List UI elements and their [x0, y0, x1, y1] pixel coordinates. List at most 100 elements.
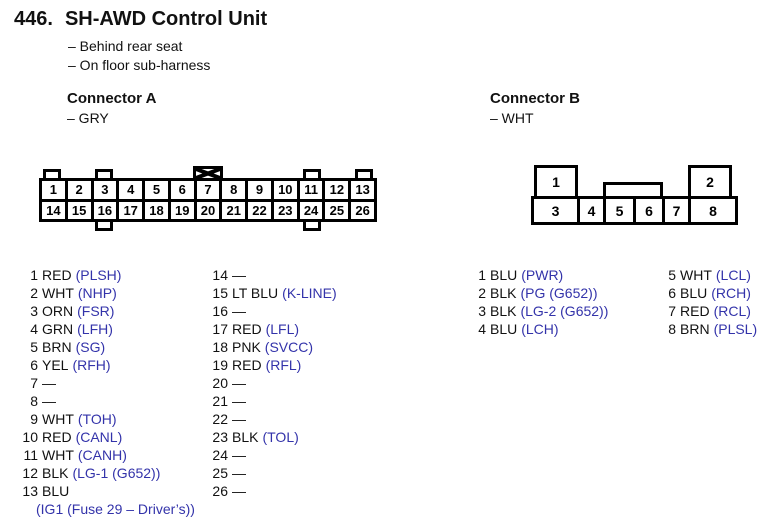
location-note: – On floor sub-harness — [68, 57, 211, 73]
signal-name: (PG (G652)) — [520, 285, 598, 301]
pin-number: 16 — [212, 303, 228, 319]
wire-color: BRN — [42, 339, 72, 355]
pin-cell: 11 — [299, 181, 323, 199]
pin-number: 24 — [212, 447, 228, 463]
wire-color: LT BLU — [232, 285, 279, 301]
wire-color: BLU — [42, 483, 70, 499]
pin-number: 14 — [212, 267, 228, 283]
pin-number: 7 — [30, 375, 38, 391]
pin-number: 18 — [212, 339, 228, 355]
connector-b-color-note: – WHT — [490, 110, 534, 126]
wire-color: WHT — [42, 447, 74, 463]
signal-name: (LG-1 (G652)) — [72, 465, 161, 481]
wire-color: YEL — [42, 357, 69, 373]
pin-cell: 24 — [299, 201, 323, 219]
signal-name: (PLSH) — [75, 267, 122, 283]
pin-cell: 8 — [691, 199, 735, 222]
wire-color: — — [232, 411, 246, 427]
pin-number: 10 — [22, 429, 38, 445]
pin-cell: 16 — [93, 201, 117, 219]
pin-cell: 1 — [534, 165, 578, 199]
pin-cell: 6 — [636, 199, 662, 222]
wire-color: BLU — [490, 321, 518, 337]
pin-cell: 25 — [325, 201, 349, 219]
entry-title: SH-AWD Control Unit — [64, 8, 268, 30]
pin-cell: 1 — [42, 181, 65, 199]
signal-name: (LCH) — [521, 321, 559, 337]
pin-cell: 4 — [119, 181, 143, 199]
pin-cell: 3 — [93, 181, 117, 199]
wire-color: PNK — [232, 339, 261, 355]
wire-color: — — [232, 447, 246, 463]
pin-row: 14— — [202, 266, 337, 284]
wire-color: RED — [232, 357, 262, 373]
pin-cell: 3 — [534, 199, 577, 222]
pin-number: 4 — [30, 321, 38, 337]
signal-name: (K-LINE) — [282, 285, 337, 301]
signal-name: (TOH) — [77, 411, 117, 427]
wire-color: — — [42, 375, 56, 391]
signal-name: (RFL) — [265, 357, 302, 373]
pin-cell: 22 — [248, 201, 271, 219]
pin-row: 25— — [202, 464, 337, 482]
signal-name: (CANH) — [77, 447, 127, 463]
signal-name: (LCL) — [715, 267, 751, 283]
pin-number: 23 — [212, 429, 228, 445]
pin-number: 25 — [212, 465, 228, 481]
signal-name: (SG) — [75, 339, 106, 355]
pin-number: 11 — [23, 447, 38, 463]
x-mark-icon — [196, 169, 220, 178]
wire-color: RED — [232, 321, 262, 337]
pin-cell: 13 — [351, 181, 374, 199]
pin-number: 6 — [668, 285, 676, 301]
pin-number: 22 — [212, 411, 228, 427]
pin-cell: 18 — [145, 201, 168, 219]
pin-number: 4 — [478, 321, 486, 337]
wire-color: WHT — [42, 285, 74, 301]
pin-number: 5 — [30, 339, 38, 355]
connector-a-diagram: 1 2 3 4 5 6 7 8 9 10 11 12 — [39, 166, 377, 232]
connector-b-heading: Connector B — [490, 90, 580, 107]
wire-color: BRN — [680, 321, 710, 337]
pin-row: 26— — [202, 482, 337, 500]
wire-color: — — [232, 393, 246, 409]
pin-cell: 4 — [580, 199, 603, 222]
pin-row: 8— — [22, 392, 160, 410]
signal-name: (TOL) — [262, 429, 299, 445]
connector-a-heading: Connector A — [67, 90, 157, 107]
connector-a-pin-grid: 1 2 3 4 5 6 7 8 9 10 11 12 — [39, 178, 377, 222]
wire-color: — — [232, 465, 246, 481]
wire-color: BLK — [490, 303, 517, 319]
pin-cell: 15 — [67, 201, 91, 219]
signal-name: (LFH) — [77, 321, 113, 337]
signal-name: (LFL) — [265, 321, 300, 337]
signal-name: (RFH) — [72, 357, 111, 373]
signal-name: (FSR) — [77, 303, 115, 319]
pin-cell: 10 — [273, 181, 297, 199]
wire-color: — — [42, 393, 56, 409]
signal-name: (NHP) — [77, 285, 117, 301]
pin-number: 3 — [478, 303, 486, 319]
wire-color: — — [232, 375, 246, 391]
pin-row: 20— — [202, 374, 337, 392]
signal-name: (LG-2 (G652)) — [520, 303, 609, 319]
pin-cell: 12 — [325, 181, 349, 199]
pin-number: 20 — [212, 375, 228, 391]
wire-color: RED — [680, 303, 710, 319]
